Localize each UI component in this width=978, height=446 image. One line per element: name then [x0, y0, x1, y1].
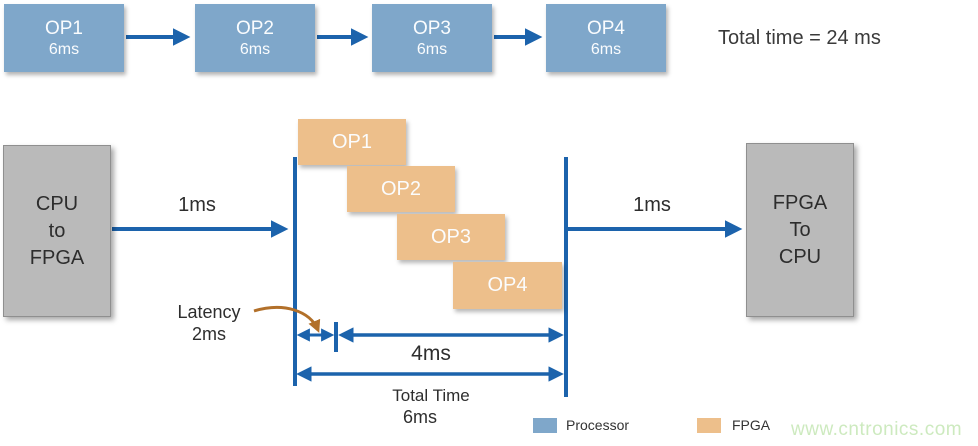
fpga-to-cpu-line3: CPU: [778, 245, 822, 268]
seq-op1-label: OP1: [44, 18, 84, 39]
cpu-to-fpga-line1: CPU: [35, 192, 79, 215]
legend-swatch-processor: [533, 418, 557, 433]
fpga-to-cpu-box: FPGA To CPU: [746, 143, 854, 317]
input-transfer-label: 1ms: [178, 194, 216, 216]
seq-op2-time: 6ms: [239, 41, 271, 58]
seq-op4-box: OP4 6ms: [546, 4, 666, 72]
pipeline-op3-label: OP3: [430, 225, 472, 248]
cpu-to-fpga-line2: to: [48, 219, 66, 242]
pipeline-op1-box: OP1: [298, 119, 406, 165]
pipeline-op4-label: OP4: [487, 274, 528, 296]
legend-label-processor: Processor: [566, 417, 630, 433]
total-time-label: Total Time: [392, 386, 470, 405]
seq-op2-label: OP2: [235, 18, 275, 39]
pipeline-op3-box: OP3: [397, 214, 505, 260]
total-time-value: 6ms: [402, 407, 437, 427]
output-transfer-label: 1ms: [633, 194, 671, 216]
seq-op1-time: 6ms: [48, 41, 80, 58]
latency-label: Latency: [177, 302, 241, 322]
legend-swatch-fpga: [697, 418, 721, 433]
fpga-to-cpu-line2: To: [789, 218, 811, 241]
pipeline-op2-box: OP2: [347, 166, 455, 212]
cpu-to-fpga-box: CPU to FPGA: [3, 145, 111, 317]
cpu-to-fpga-line3: FPGA: [29, 246, 85, 269]
pipeline-op1-label: OP1: [331, 130, 373, 153]
latency-value: 2ms: [191, 324, 226, 344]
seq-op4-label: OP4: [586, 18, 626, 39]
seq-op3-time: 6ms: [416, 41, 448, 58]
pipeline-op2-label: OP2: [380, 177, 422, 200]
legend-label-fpga: FPGA: [732, 417, 771, 433]
span-4ms-label: 4ms: [411, 342, 451, 365]
watermark: www.cntronics.com: [791, 419, 963, 440]
fpga-to-cpu-line1: FPGA: [772, 191, 828, 214]
latency-pointer-icon: [253, 306, 321, 333]
seq-op1-box: OP1 6ms: [4, 4, 124, 72]
sequential-total-label: Total time = 24 ms: [718, 27, 881, 49]
pipeline-op4-box: OP4: [453, 262, 562, 309]
seq-op3-box: OP3 6ms: [372, 4, 492, 72]
seq-op4-time: 6ms: [590, 41, 622, 58]
seq-op2-box: OP2 6ms: [195, 4, 315, 72]
seq-op3-label: OP3: [412, 18, 452, 39]
